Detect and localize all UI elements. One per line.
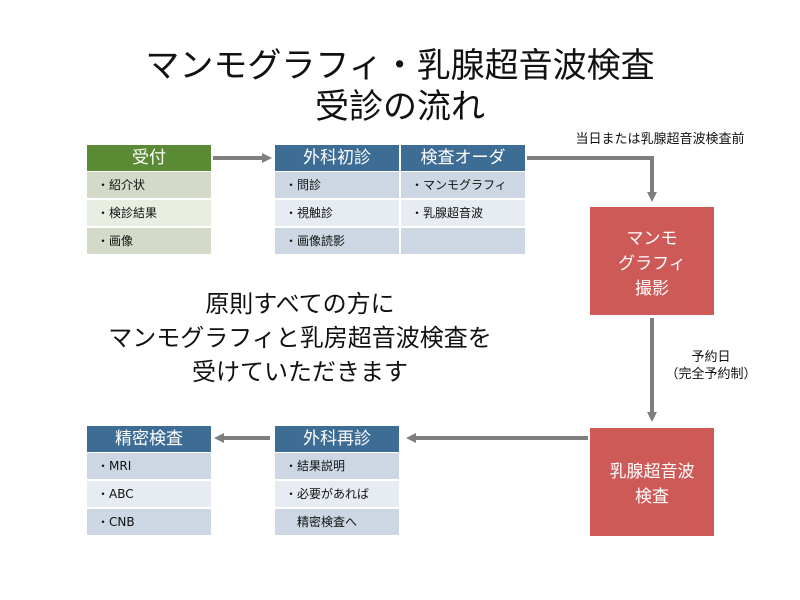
reception-item: ・画像 xyxy=(87,228,211,254)
reception-item: ・紹介状 xyxy=(87,172,211,198)
reception-header: 受付 xyxy=(87,145,211,171)
detailed-exam-header: 精密検査 xyxy=(87,426,211,452)
exam-order-item xyxy=(401,228,525,254)
policy-message-line1: 原則すべての方に xyxy=(205,290,395,318)
ultrasound-line2: 検査 xyxy=(635,487,669,507)
ultrasound-line1: 乳腺超音波 xyxy=(609,462,695,482)
mammography-line3: 撮影 xyxy=(635,278,669,299)
appointment-note-line1: 予約日 xyxy=(691,350,731,365)
same-day-note: 当日または乳腺超音波検査前 xyxy=(575,132,745,147)
reception-item: ・検診結果 xyxy=(87,200,211,226)
ultrasound-box: 乳腺超音波 検査 xyxy=(590,428,714,536)
appointment-note-line2: （完全予約制） xyxy=(665,367,757,382)
revisit-item: ・必要があれば xyxy=(275,481,399,507)
revisit-item: ・結果説明 xyxy=(275,453,399,479)
revisit-item: 精密検査へ xyxy=(275,509,399,535)
policy-message-line2: マンモグラフィと乳房超音波検査を xyxy=(108,324,492,352)
mammography-line2: グラフィ xyxy=(618,253,686,274)
page-title-line1: マンモグラフィ・乳腺超音波検査 xyxy=(145,46,655,86)
revisit-header: 外科再診 xyxy=(275,426,399,452)
exam-order-item: ・マンモグラフィ xyxy=(401,172,525,198)
appointment-note: 予約日 （完全予約制） xyxy=(656,349,766,383)
mammography-line1: マンモ xyxy=(626,228,678,249)
mammography-box: マンモ グラフィ 撮影 xyxy=(590,207,714,315)
exam-order-item: ・乳腺超音波 xyxy=(401,200,525,226)
detailed-exam-item: ・ABC xyxy=(87,481,211,507)
arrow-order-to-mammography xyxy=(527,156,657,202)
first-visit-header: 外科初診 xyxy=(275,145,399,171)
detailed-exam-item: ・MRI xyxy=(87,453,211,479)
page-title-line2: 受診の流れ xyxy=(315,87,485,127)
policy-message-line3: 受けていただきます xyxy=(192,358,408,386)
first-visit-item: ・問診 xyxy=(275,172,399,198)
exam-order-header: 検査オーダ xyxy=(401,145,525,171)
detailed-exam-item: ・CNB xyxy=(87,509,211,535)
first-visit-item: ・画像読影 xyxy=(275,228,399,254)
first-visit-item: ・視触診 xyxy=(275,200,399,226)
